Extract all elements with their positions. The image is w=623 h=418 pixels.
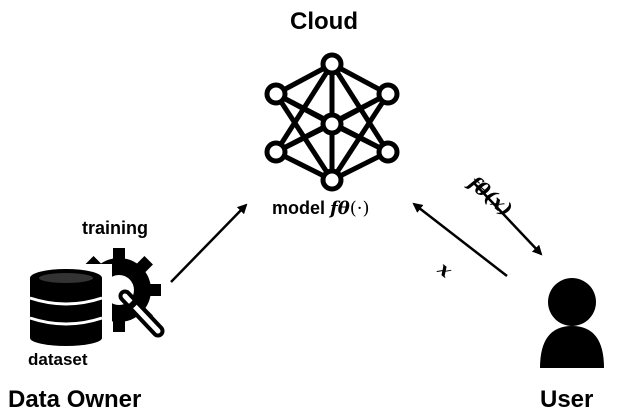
user-icon — [540, 278, 604, 368]
model-argument: (·) — [349, 198, 370, 219]
arrow-user-to-cloud — [412, 202, 508, 277]
neural-network-icon — [264, 52, 400, 192]
dataset-label: dataset — [28, 350, 88, 369]
training-label: training — [82, 218, 148, 238]
database-icon — [22, 264, 112, 376]
data-owner-title: Data Owner — [8, 386, 142, 413]
cloud-title: Cloud — [290, 8, 358, 35]
user-title: User — [540, 386, 594, 413]
model-function: fθ — [330, 198, 350, 219]
arrow-cloud-to-user — [473, 182, 543, 256]
model-text: model — [272, 198, 326, 218]
model-label: model fθ(·) — [272, 198, 370, 219]
arrow-owner-to-cloud — [170, 203, 248, 283]
